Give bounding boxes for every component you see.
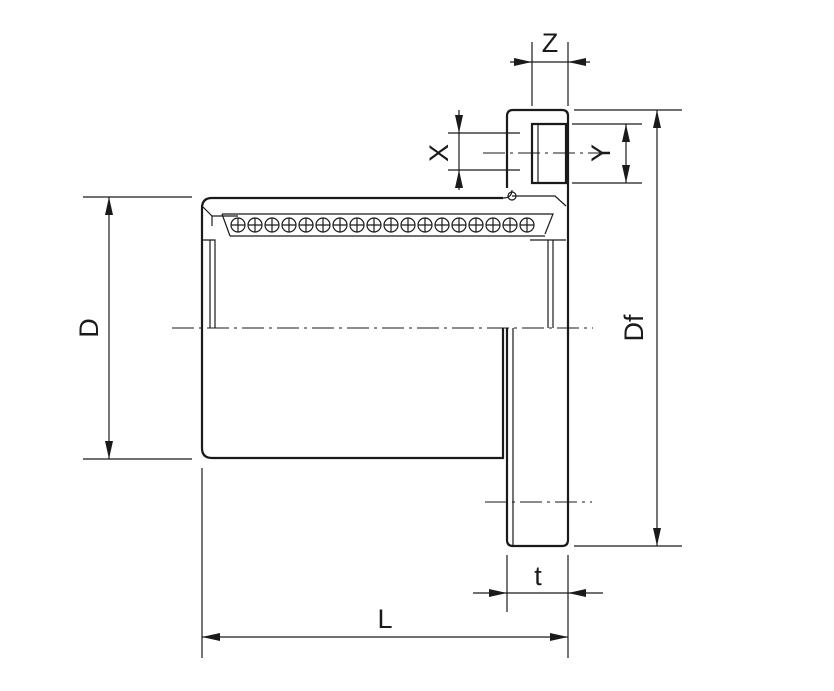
extension-lines — [83, 42, 682, 658]
flange — [502, 108, 570, 548]
ball — [400, 217, 416, 233]
dimension-Z — [510, 58, 590, 66]
ball-retainer — [211, 213, 554, 237]
recirculating-balls — [230, 217, 535, 233]
ball — [502, 217, 518, 233]
dimension-Y — [622, 124, 630, 183]
ball — [264, 217, 280, 233]
ball — [298, 217, 314, 233]
dimension-D — [105, 197, 113, 459]
ball — [230, 217, 246, 233]
ball — [383, 217, 399, 233]
dimension-Df — [653, 110, 661, 546]
dimension-L — [202, 633, 568, 641]
label-l: L — [377, 604, 392, 634]
ball — [315, 217, 331, 233]
ball — [417, 217, 433, 233]
ball — [366, 217, 382, 233]
ball — [485, 217, 501, 233]
label-z: Z — [542, 28, 559, 58]
ball — [281, 217, 297, 233]
ball — [519, 217, 535, 233]
ball — [451, 217, 467, 233]
ball — [332, 217, 348, 233]
label-x: X — [424, 144, 454, 162]
center-lines — [172, 152, 600, 503]
label-y: Y — [586, 144, 616, 162]
ball — [434, 217, 450, 233]
ball — [349, 217, 365, 233]
ball — [468, 217, 484, 233]
label-d: D — [74, 318, 104, 338]
dimension-t — [473, 589, 603, 597]
ball — [247, 217, 263, 233]
dimension-X — [455, 110, 463, 190]
label-df: Df — [619, 314, 649, 341]
label-t: t — [534, 561, 542, 591]
